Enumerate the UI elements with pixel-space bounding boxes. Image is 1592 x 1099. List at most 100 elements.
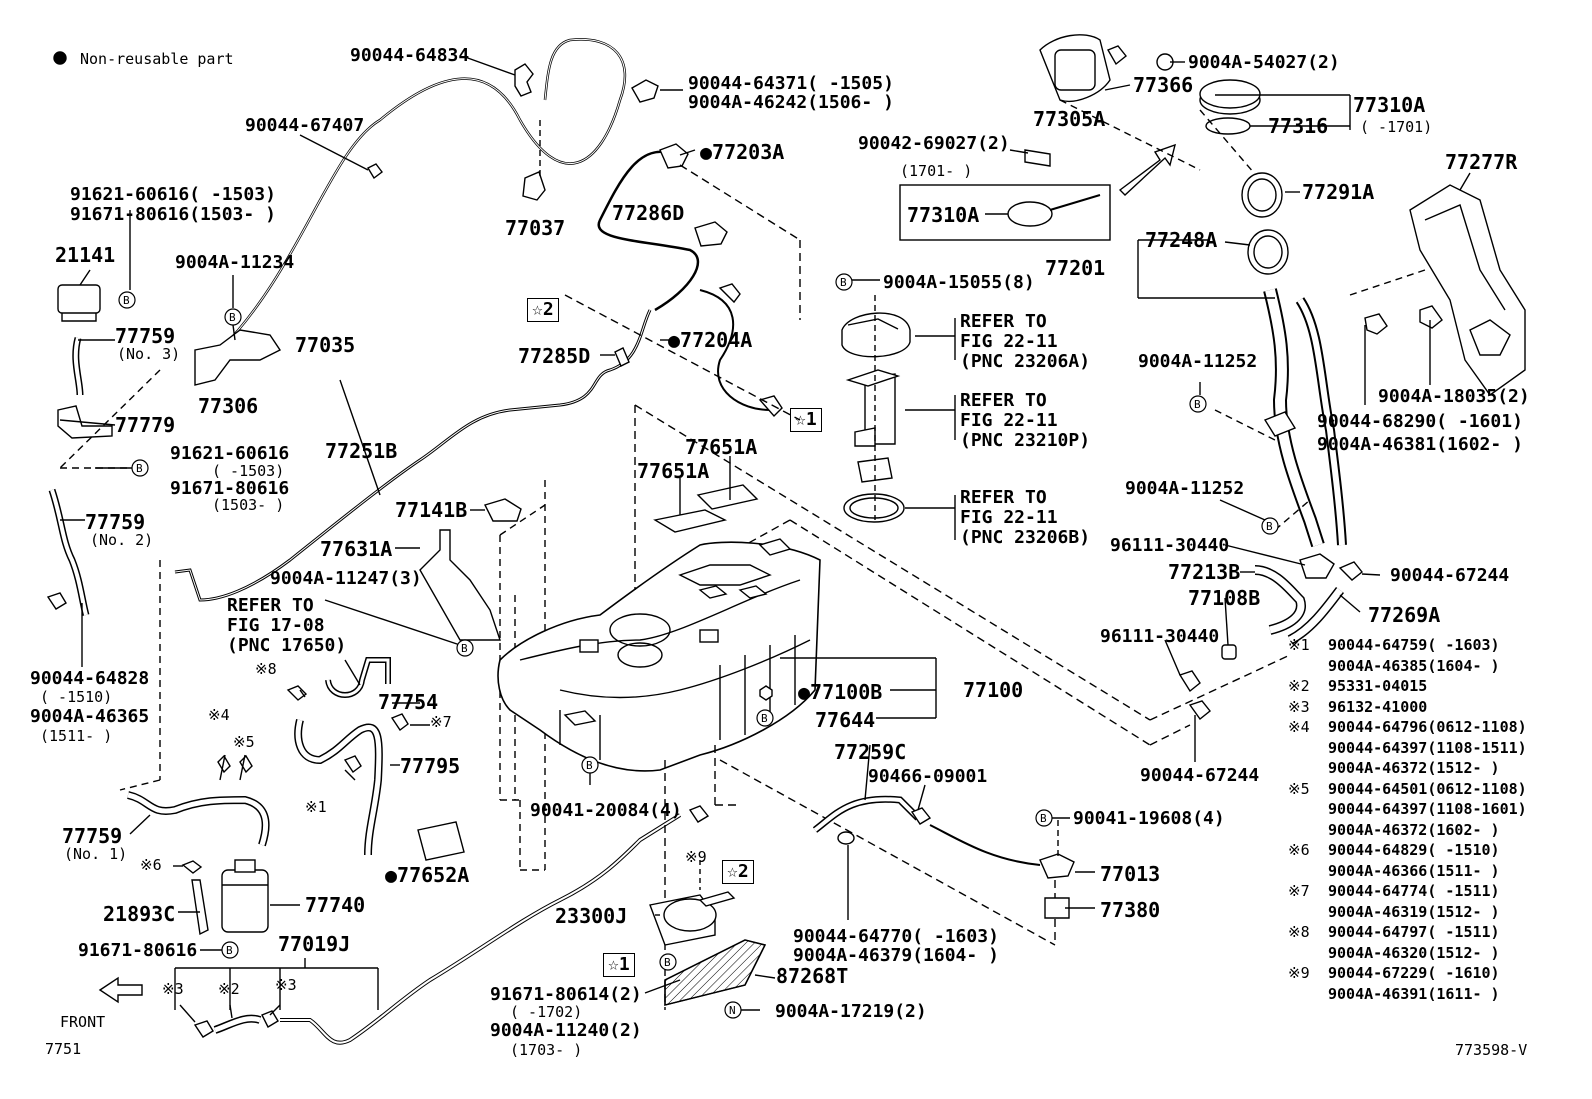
label-9004A-11247: 9004A-11247(3) bbox=[270, 568, 422, 589]
footnote-mark: ※9 bbox=[1288, 964, 1310, 982]
refer-b-line2: FIG 22-11 bbox=[960, 410, 1058, 431]
svg-text:B: B bbox=[761, 712, 768, 725]
label-77644: 77644 bbox=[815, 708, 876, 732]
fuel-tank-77100 bbox=[497, 538, 821, 772]
label-90042-69027: 90042-69027(2) bbox=[858, 133, 1010, 154]
label-77631A: 77631A bbox=[320, 537, 393, 561]
label-77305A: 77305A bbox=[1033, 107, 1106, 131]
circle-b-icon bbox=[456, 639, 474, 657]
refer-c-line2: FIG 22-11 bbox=[960, 507, 1058, 528]
label-9004A-46365-range: (1511- ) bbox=[40, 727, 113, 745]
label-77310A-alt: 77310A bbox=[907, 203, 980, 227]
circle-b-icon bbox=[221, 941, 239, 959]
label-77108B: 77108B bbox=[1188, 586, 1261, 610]
label-77651A-1: 77651A bbox=[685, 435, 758, 459]
label-77259C: 77259C bbox=[834, 740, 907, 764]
footnote-mark: ※5 bbox=[1288, 779, 1310, 798]
diagram-code-right: 773598-V bbox=[1455, 1041, 1528, 1059]
label-77141B: 77141B bbox=[395, 498, 468, 522]
label-91671-80614-range: ( -1702) bbox=[510, 1003, 583, 1021]
label-x4-mark: ※4 bbox=[208, 706, 230, 724]
label-77204A: ●77204A bbox=[668, 328, 753, 352]
label-90044-68290: 90044-68290( -1601) bbox=[1317, 411, 1523, 432]
label-91621-60616-b: 91621-60616 bbox=[170, 443, 290, 464]
label-77366: 77366 bbox=[1133, 73, 1194, 97]
label-x2-mark: ※2 bbox=[218, 980, 240, 998]
refer-17-line2: FIG 17-08 bbox=[227, 615, 325, 636]
label-77248A: 77248A bbox=[1145, 228, 1218, 252]
label-x3-mark-a: ※3 bbox=[162, 980, 184, 998]
circle-b-icon bbox=[1189, 395, 1207, 413]
footnote-line: 90044-67229( -1610) bbox=[1328, 964, 1500, 982]
label-77277R: 77277R bbox=[1445, 150, 1518, 174]
svg-text:B: B bbox=[123, 294, 130, 307]
label-9004A-11240-range: (1703- ) bbox=[510, 1041, 583, 1059]
label-9004A-46381: 9004A-46381(1602- ) bbox=[1317, 434, 1523, 455]
footnote-line: 9004A-46366(1511- ) bbox=[1328, 861, 1500, 880]
label-91671-80616-b: 91671-80616 bbox=[170, 478, 290, 499]
part-77740 bbox=[221, 869, 269, 933]
label-9004A-46379: 9004A-46379(1604- ) bbox=[793, 945, 999, 966]
label-9004A-11252-b: 9004A-11252 bbox=[1125, 478, 1245, 499]
label-90466-09001: 90466-09001 bbox=[868, 766, 988, 787]
footnote-mark: ※1 bbox=[1288, 636, 1310, 654]
label-9004A-46365: 9004A-46365 bbox=[30, 706, 150, 727]
label-9004A-17219: 9004A-17219(2) bbox=[775, 1001, 927, 1022]
footnote-line: 90044-64397(1108-1601) bbox=[1328, 800, 1527, 818]
label-90044-64770: 90044-64770( -1603) bbox=[793, 926, 999, 947]
label-90041-19608: 90041-19608(4) bbox=[1073, 808, 1225, 829]
label-90044-64371: 90044-64371( -1505) bbox=[688, 73, 894, 94]
legend-text: Non-reusable part bbox=[80, 50, 234, 68]
label-9004A-46242: 9004A-46242(1506- ) bbox=[688, 92, 894, 113]
svg-text:B: B bbox=[840, 276, 847, 289]
label-90041-20084: 90041-20084(4) bbox=[530, 800, 682, 821]
circle-b-icon bbox=[118, 291, 136, 309]
label-90044-64834: 90044-64834 bbox=[350, 45, 470, 66]
circle-b-icon bbox=[756, 709, 774, 727]
label-77291A: 77291A bbox=[1302, 180, 1375, 204]
refer-a-line2: FIG 22-11 bbox=[960, 331, 1058, 352]
label-star2-bottom: ☆2 bbox=[722, 860, 754, 884]
footnote-mark: ※3 bbox=[1288, 697, 1310, 716]
footnote-mark: ※4 bbox=[1288, 718, 1310, 736]
diagram-code-left: 7751 bbox=[45, 1040, 82, 1058]
label-77316: 77316 bbox=[1268, 114, 1329, 138]
circle-b-icon bbox=[1261, 517, 1279, 535]
refer-a-line1: REFER TO bbox=[960, 311, 1047, 332]
svg-text:B: B bbox=[229, 311, 236, 324]
footnote-line: 9004A-46319(1512- ) bbox=[1328, 902, 1500, 921]
footnote-line: 90044-64759( -1603) bbox=[1328, 636, 1500, 654]
label-9004A-54027: 9004A-54027(2) bbox=[1188, 52, 1340, 73]
label-x8-mark: ※8 bbox=[255, 660, 277, 678]
label-77100B: ●77100B bbox=[798, 680, 883, 704]
part-77277R bbox=[1409, 184, 1526, 396]
label-77251B: 77251B bbox=[325, 439, 398, 463]
label-1701-range: (1701- ) bbox=[900, 162, 973, 180]
refer-b-line3: (PNC 23210P) bbox=[960, 430, 1091, 451]
footnote-line: 95331-04015 bbox=[1328, 677, 1428, 695]
refer-17-line1: REFER TO bbox=[227, 595, 314, 616]
label-96111-30440-b: 96111-30440 bbox=[1100, 626, 1220, 647]
label-77013: 77013 bbox=[1100, 862, 1161, 886]
label-9004A-11234: 9004A-11234 bbox=[175, 252, 295, 273]
svg-text:B: B bbox=[1266, 520, 1273, 533]
label-77795: 77795 bbox=[400, 754, 461, 778]
footnote-line: 9004A-46385(1604- ) bbox=[1328, 656, 1500, 675]
svg-text:B: B bbox=[461, 642, 468, 655]
label-77651A-2: 77651A bbox=[637, 459, 710, 483]
label-77779: 77779 bbox=[115, 413, 176, 437]
legend-dot-icon bbox=[53, 51, 67, 65]
footnote-line: 90044-64501(0612-1108) bbox=[1328, 779, 1527, 798]
label-9004A-11240: 9004A-11240(2) bbox=[490, 1020, 642, 1041]
label-91621-60616: 91621-60616( -1503) bbox=[70, 184, 276, 205]
refer-b-line1: REFER TO bbox=[960, 390, 1047, 411]
label-star1-bottom: ☆1 bbox=[603, 953, 635, 977]
label-90044-67407: 90044-67407 bbox=[245, 115, 365, 136]
label-77213B: 77213B bbox=[1168, 560, 1241, 584]
label-91671-80616-c: 91671-80616 bbox=[78, 940, 198, 961]
footnote-line: 90044-64397(1108-1511) bbox=[1328, 738, 1527, 757]
svg-text:B: B bbox=[226, 944, 233, 957]
refer-c-line1: REFER TO bbox=[960, 487, 1047, 508]
